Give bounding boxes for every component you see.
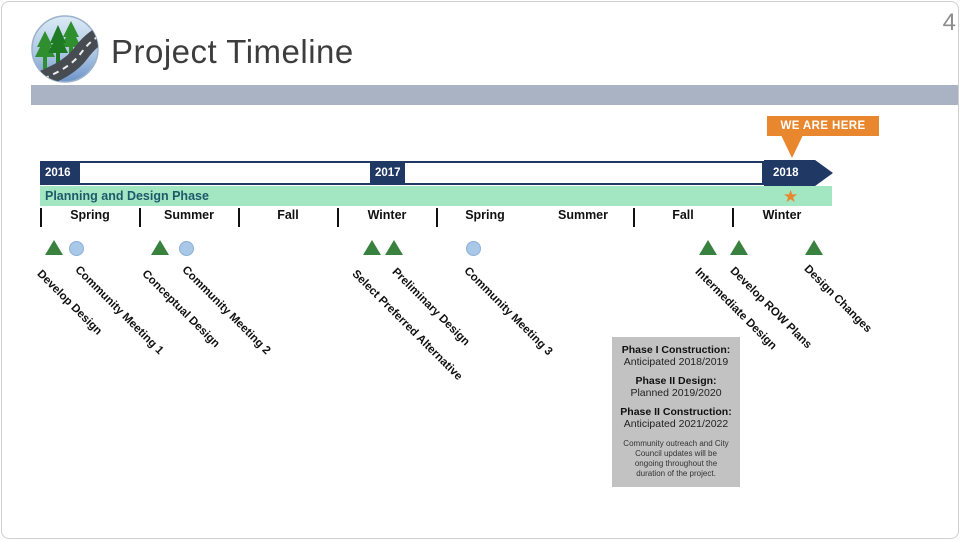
milestone-triangle-icon — [45, 240, 63, 255]
season-label: Spring — [70, 208, 110, 222]
info-box-heading: Phase II Design: — [635, 375, 717, 387]
phase-bar-label: Planning and Design Phase — [45, 189, 209, 203]
milestone-circle-icon — [179, 241, 194, 256]
season-tick — [40, 208, 42, 227]
info-box-detail: Anticipated 2018/2019 — [623, 356, 729, 368]
milestone-label: Design Changes — [801, 263, 874, 336]
milestone-label: Preliminary Design — [389, 266, 472, 349]
info-box-item: Phase II Construction: Anticipated 2021/… — [612, 406, 740, 430]
year-marker-2018-arrow: 2018 — [764, 160, 833, 186]
milestone-label: Community Meeting 2 — [179, 264, 273, 357]
info-box-note: Community outreach and City Council upda… — [623, 439, 729, 478]
milestone-triangle-icon — [805, 240, 823, 255]
milestone-label: Community Meeting 3 — [461, 265, 555, 358]
page-title: Project Timeline — [111, 33, 354, 70]
header-divider-band — [31, 85, 958, 105]
year-marker-2017: 2017 — [370, 161, 405, 185]
we-are-here-pointer — [781, 135, 803, 158]
roads-and-trees-logo-icon — [31, 15, 99, 83]
info-box-heading: Phase II Construction: — [620, 406, 732, 418]
milestone-triangle-icon — [699, 240, 717, 255]
info-box-item: Phase II Design: Planned 2019/2020 — [612, 375, 740, 399]
info-box-detail: Planned 2019/2020 — [630, 387, 722, 399]
season-label: Winter — [367, 208, 407, 222]
season-label: Spring — [465, 208, 505, 222]
milestone-circle-icon — [69, 241, 84, 256]
year-marker-2016: 2016 — [40, 161, 80, 185]
info-box-item: Phase I Construction: Anticipated 2018/2… — [612, 344, 740, 368]
planning-design-phase-bar: Planning and Design Phase — [40, 186, 832, 206]
milestone-triangle-icon — [385, 240, 403, 255]
season-label: Summer — [557, 208, 609, 222]
info-box-detail: Anticipated 2021/2022 — [623, 418, 729, 430]
season-tick — [139, 208, 141, 227]
season-label: Winter — [762, 208, 802, 222]
season-label: Fall — [277, 208, 299, 222]
season-tick — [436, 208, 438, 227]
we-are-here-banner: WE ARE HERE — [767, 116, 879, 136]
info-box-heading: Phase I Construction: — [621, 344, 731, 356]
season-tick — [337, 208, 339, 227]
season-tick — [633, 208, 635, 227]
slide-page-number: 4 — [942, 9, 956, 36]
season-label: Fall — [672, 208, 694, 222]
season-tick — [238, 208, 240, 227]
milestone-circle-icon — [466, 241, 481, 256]
current-position-star-icon: ★ — [783, 187, 799, 206]
milestone-triangle-icon — [151, 240, 169, 255]
milestone-triangle-icon — [730, 240, 748, 255]
construction-phases-info-box: Phase I Construction: Anticipated 2018/2… — [612, 337, 740, 487]
season-label: Summer — [163, 208, 215, 222]
milestone-triangle-icon — [363, 240, 381, 255]
season-tick — [732, 208, 734, 227]
